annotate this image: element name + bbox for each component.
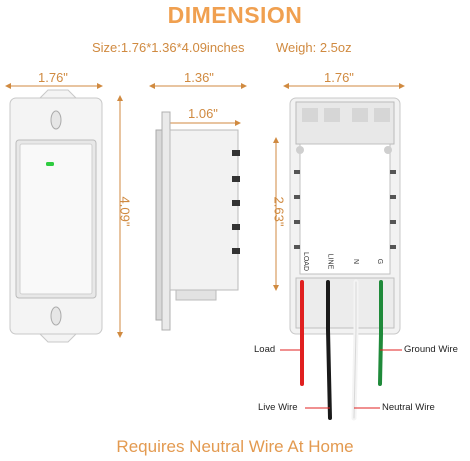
live-wire-label: Live Wire — [258, 402, 298, 413]
side-inner-depth-label: 1.06" — [188, 106, 218, 121]
wires — [300, 279, 383, 421]
back-width-label: 1.76" — [324, 70, 354, 85]
switch-front-view — [9, 89, 103, 343]
ground-wire — [378, 280, 383, 386]
height-label: 4.09" — [117, 196, 133, 227]
footer-note: Requires Neutral Wire At Home — [116, 437, 354, 456]
side-depth-label: 1.36" — [184, 70, 214, 85]
terminal-label-ground: G — [376, 258, 384, 265]
load-label: Load — [254, 344, 276, 355]
size-spec: Size:1.76*1.36*4.09inches — [92, 40, 245, 55]
ground-wire-label: Ground Wire — [404, 344, 458, 355]
weight-spec: Weigh: 2.5oz — [276, 40, 352, 55]
back-height-label: 2.63" — [271, 196, 287, 227]
front-width-label: 1.76" — [38, 70, 68, 85]
live-wire — [326, 280, 332, 420]
switch-side-view — [155, 111, 240, 331]
dimension-lines — [5, 83, 405, 338]
led-indicator — [46, 162, 54, 166]
terminal-label-line: LINE — [326, 253, 334, 270]
neutral-wire-label: Neutral Wire — [382, 402, 435, 413]
switch-back-view — [289, 97, 401, 335]
page-title: DIMENSION — [167, 2, 303, 28]
neutral-wire — [353, 281, 357, 419]
terminal-label-neutral: N — [352, 258, 360, 265]
terminal-label-load: LOAD — [302, 251, 310, 272]
